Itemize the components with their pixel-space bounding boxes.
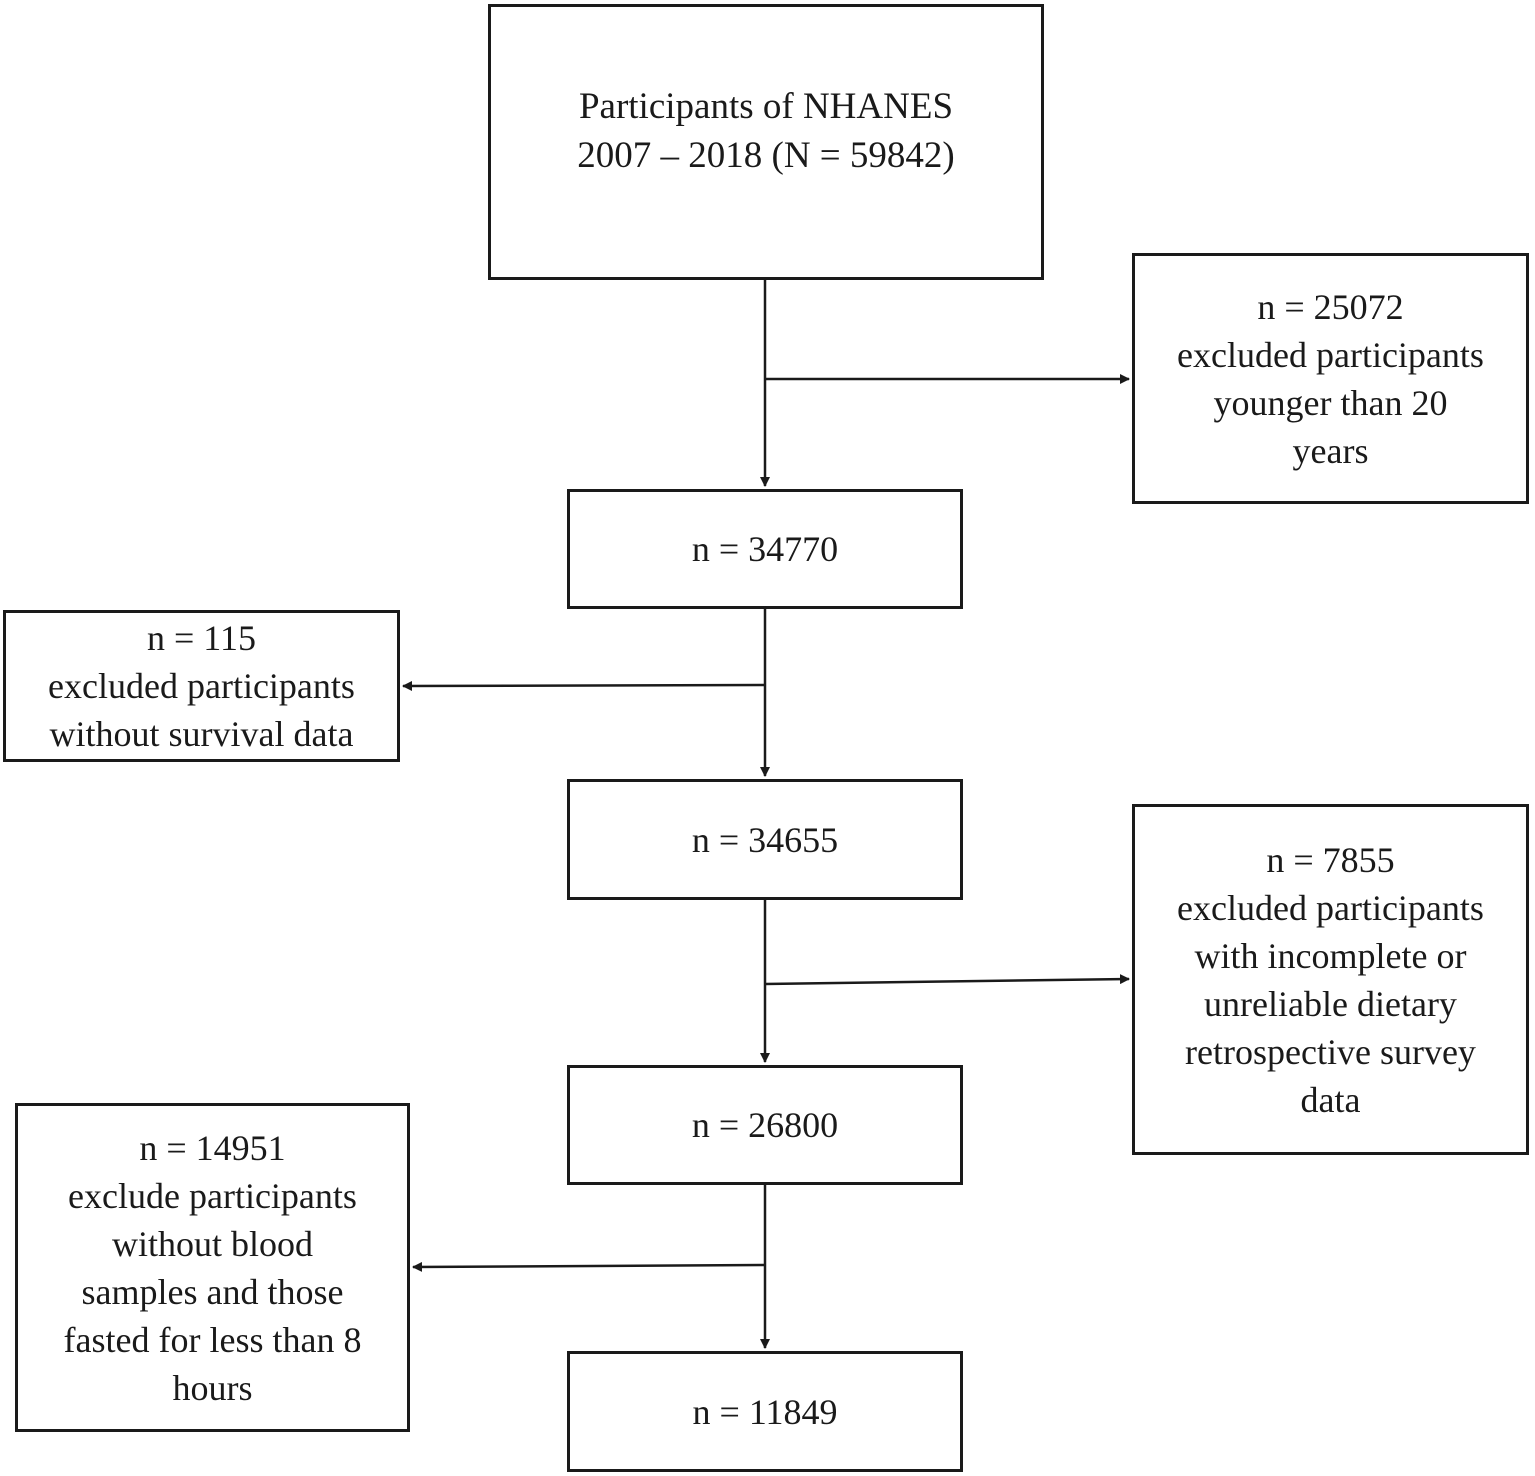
step-box-1: n = 34770 — [567, 489, 963, 609]
step-label: n = 26800 — [691, 1105, 839, 1145]
exclusion-line: samples and those — [81, 1271, 344, 1312]
start-box: Participants of NHANES 2007 – 2018 (N = … — [488, 4, 1044, 280]
exclusion-box-2: n = 115 excluded participants without su… — [3, 610, 400, 762]
step-box-2: n = 34655 — [567, 779, 963, 900]
exclusion-line: with incomplete or — [1194, 935, 1467, 976]
arrow-to-exclusion-4 — [412, 1261, 766, 1272]
exclusion-box-4: n = 14951 exclude participants without b… — [15, 1103, 410, 1432]
arrow-to-exclusion-3 — [764, 974, 1130, 986]
exclusion-line: data — [1300, 1079, 1361, 1120]
start-line: Participants of NHANES — [578, 86, 954, 127]
start-box-text: Participants of NHANES 2007 – 2018 (N = … — [577, 82, 954, 180]
exclusion-line: hours — [172, 1367, 253, 1408]
step-label: n = 11849 — [692, 1391, 838, 1432]
start-line: 2007 – 2018 (N = 59842) — [577, 135, 955, 176]
exclusion-line: excluded participants — [48, 666, 355, 706]
exclusion-line: retrospective survey — [1185, 1031, 1476, 1072]
step-box-4: n = 11849 — [567, 1351, 963, 1472]
exclusion-line: unreliable dietary — [1204, 983, 1457, 1024]
exclusion-line: n = 14951 — [139, 1127, 286, 1168]
step-box-3: n = 26800 — [567, 1065, 963, 1185]
exclusion-line: without survival data — [49, 714, 354, 754]
exclusion-box-1: n = 25072 excluded participants younger … — [1132, 253, 1529, 504]
exclusion-line: without blood — [111, 1223, 313, 1264]
exclusion-box-3: n = 7855 excluded participants with inco… — [1132, 804, 1529, 1155]
exclusion-line: younger than 20 — [1213, 382, 1448, 423]
exclusion-line: n = 25072 — [1257, 286, 1404, 327]
arrow-to-exclusion-2 — [402, 680, 766, 691]
exclusion-line: years — [1292, 430, 1369, 471]
exclusion-line: exclude participants — [68, 1175, 357, 1216]
exclusion-line: excluded participants — [1177, 887, 1484, 928]
exclusion-line: fasted for less than 8 — [63, 1319, 362, 1360]
step-label: n = 34655 — [691, 819, 839, 860]
exclusion-line: n = 7855 — [1266, 839, 1395, 880]
exclusion-line: excluded participants — [1177, 334, 1484, 375]
exclusion-line: n = 115 — [147, 618, 256, 658]
step-label: n = 34770 — [691, 529, 839, 569]
